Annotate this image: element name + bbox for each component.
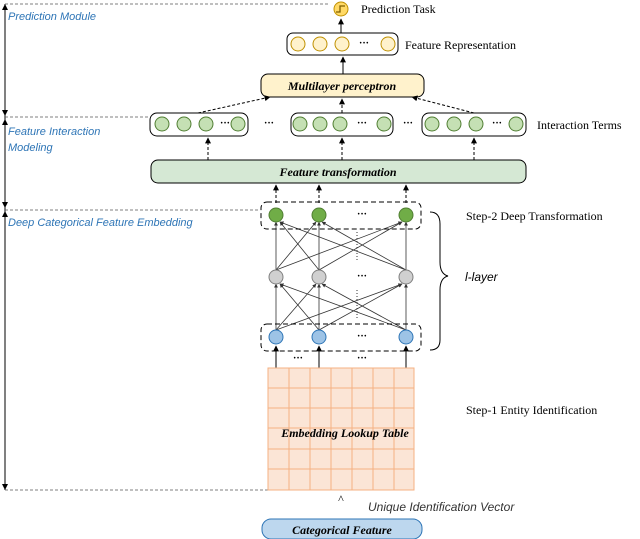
- bottom-layer-box: [260, 323, 422, 352]
- ellipsis: ···: [357, 271, 367, 282]
- embedding-to-transform-arrows: [273, 184, 409, 203]
- feature-representation-label: Feature Representation: [405, 38, 516, 52]
- network-edges-lower: [274, 283, 408, 331]
- ellipsis: ···: [357, 353, 367, 364]
- interaction-nodes: [154, 116, 524, 132]
- ellipsis: ···: [357, 331, 367, 342]
- interaction-terms-label: Interaction Terms: [537, 118, 622, 132]
- module-label-embedding: Deep Categorical Feature Embedding: [8, 217, 194, 229]
- step2-label: Step-2 Deep Transformation: [466, 209, 603, 223]
- mlp-label: Multilayer perceptron: [287, 79, 397, 93]
- module-bracket: [2, 3, 330, 491]
- categorical-feature-label: Categorical Feature: [292, 523, 392, 537]
- module-label-prediction: Prediction Module: [8, 11, 96, 23]
- feature-transformation-box: [150, 159, 527, 184]
- ellipsis-between-groups: ···: [403, 118, 413, 129]
- bottom-layer-nodes: [268, 329, 414, 345]
- l-layer-brace: [429, 211, 449, 351]
- ellipsis: ···: [357, 118, 367, 129]
- prediction-task-label: Prediction Task: [361, 2, 436, 16]
- caret-mark: ^: [338, 492, 344, 506]
- ellipsis-between-groups: ···: [264, 118, 274, 129]
- embedding-lookup-table: [267, 367, 415, 491]
- lookup-table-label: Embedding Lookup Table: [280, 426, 409, 440]
- network-edges-upper: [274, 221, 408, 271]
- transform-to-interaction-arrows: [205, 137, 477, 160]
- step-function-icon: [333, 1, 349, 17]
- ellipsis: ···: [492, 118, 502, 129]
- top-layer-nodes: [268, 207, 414, 223]
- categorical-feature-box: [261, 518, 423, 539]
- l-layer-label: l-layer: [465, 270, 499, 284]
- interaction-to-mlp-arrows: [197, 95, 475, 114]
- ellipsis: ···: [220, 118, 230, 129]
- top-layer-box: [260, 201, 422, 230]
- uiv-label: Unique Identification Vector: [368, 500, 515, 514]
- feature-transformation-label: Feature transformation: [278, 165, 396, 179]
- ellipsis: ···: [293, 353, 303, 364]
- feature-representation-nodes: [290, 36, 396, 52]
- ellipsis: ···: [357, 209, 367, 220]
- ellipsis: ···: [359, 38, 369, 49]
- table-to-network-arrows: [273, 345, 409, 368]
- step1-label: Step-1 Entity Identification: [466, 403, 597, 417]
- middle-layer-nodes: [268, 269, 414, 285]
- mlp-box: [260, 73, 425, 98]
- module-label-interaction-2: Modeling: [8, 142, 54, 154]
- module-label-interaction-1: Feature Interaction: [8, 126, 100, 138]
